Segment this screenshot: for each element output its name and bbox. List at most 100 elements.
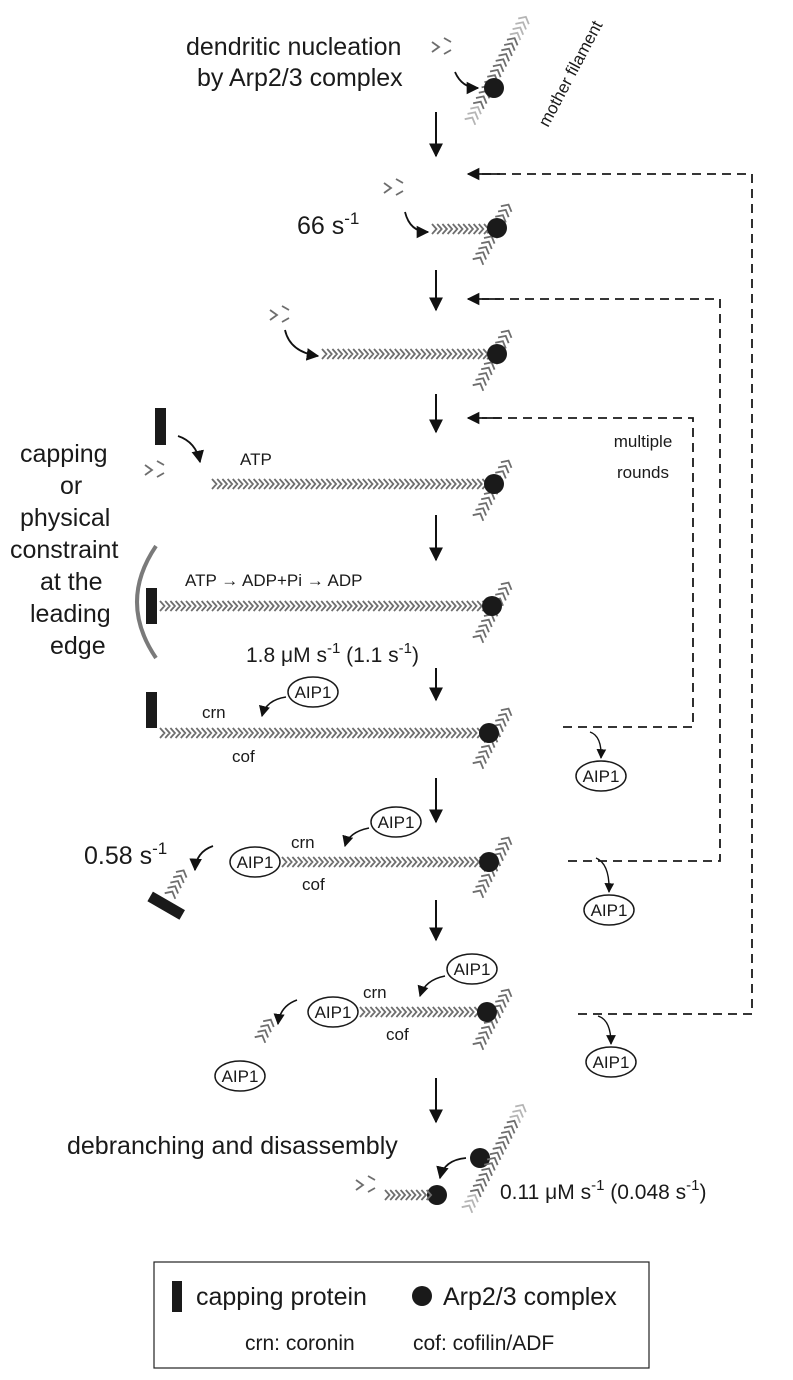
aip1-label: AIP1 bbox=[454, 960, 491, 979]
capping-label-line1: capping bbox=[20, 440, 108, 468]
capping-label-line4: constraint bbox=[10, 536, 118, 564]
capping-protein bbox=[146, 588, 157, 624]
aip1-protein bbox=[370, 806, 422, 838]
arp23-complex bbox=[479, 852, 499, 872]
daughter-filament bbox=[159, 727, 489, 739]
debranching-arrow bbox=[436, 1157, 467, 1180]
aip1-label: AIP1 bbox=[315, 1003, 352, 1022]
aip1-release-arrow bbox=[595, 857, 615, 893]
aip1-protein bbox=[446, 953, 498, 985]
aip1-binding-arrow bbox=[417, 975, 446, 998]
arp23-swatch bbox=[412, 1286, 432, 1306]
arp23-complex bbox=[477, 1002, 497, 1022]
aip1-binding-arrow bbox=[342, 827, 370, 848]
arp23-complex bbox=[487, 218, 507, 238]
coronin-label: crn bbox=[291, 833, 315, 852]
arp23-complex bbox=[482, 596, 502, 616]
cofilin-label: cof bbox=[386, 1025, 409, 1044]
mother-filament bbox=[464, 15, 530, 126]
capping-protein bbox=[155, 408, 166, 445]
cofilin-label: cof bbox=[302, 875, 325, 894]
legend-capping-protein: capping protein bbox=[196, 1283, 367, 1311]
cofilin-label: cof bbox=[232, 747, 255, 766]
actin-monomer bbox=[355, 1175, 376, 1193]
severing-arrow bbox=[189, 845, 214, 872]
aip1-protein bbox=[229, 846, 281, 878]
mother-filament bbox=[472, 988, 513, 1051]
aip1-label: AIP1 bbox=[593, 1053, 630, 1072]
leading-edge-membrane bbox=[135, 544, 158, 660]
aip1-protein bbox=[575, 760, 627, 792]
multiple-rounds-label-line2: rounds bbox=[617, 463, 669, 482]
daughter-filament bbox=[321, 348, 489, 360]
aip1-label: AIP1 bbox=[222, 1067, 259, 1086]
aip1-protein bbox=[585, 1046, 637, 1078]
capping-label-line7: edge bbox=[50, 632, 106, 660]
recycle-loop-middle bbox=[482, 298, 721, 862]
aip1-protein bbox=[214, 1060, 266, 1092]
aip1-label: AIP1 bbox=[583, 767, 620, 786]
aip1-label: AIP1 bbox=[378, 813, 415, 832]
aip1-label: AIP1 bbox=[591, 901, 628, 920]
daughter-filament bbox=[159, 600, 489, 612]
severing-rate: 0.58 s-1 bbox=[84, 839, 167, 870]
debranching-rate: 0.11 μM s-1 (0.048 s-1) bbox=[500, 1177, 706, 1204]
arp23-complex bbox=[427, 1185, 447, 1205]
actin-monomer bbox=[269, 305, 290, 323]
aip1-protein bbox=[583, 894, 635, 926]
binding-arrow bbox=[454, 71, 480, 95]
severed-fragment bbox=[164, 869, 188, 900]
arp23-complex bbox=[487, 344, 507, 364]
capping-label-line5: at the bbox=[40, 568, 103, 596]
capping-arrow bbox=[177, 435, 204, 464]
aip1-label: AIP1 bbox=[295, 683, 332, 702]
arp23-complex bbox=[484, 78, 504, 98]
legend: capping protein Arp2/3 complex crn: coro… bbox=[153, 1261, 650, 1369]
aip1-release-arrow bbox=[589, 731, 607, 759]
elongation-rate: 66 s-1 bbox=[297, 209, 359, 240]
arp23-complex bbox=[479, 723, 499, 743]
capping-protein bbox=[147, 891, 185, 920]
capping-protein-swatch bbox=[172, 1281, 182, 1312]
arp23-complex bbox=[484, 474, 504, 494]
daughter-filament bbox=[281, 856, 486, 868]
nucleation-label-line1: dendritic nucleation bbox=[186, 33, 401, 61]
binding-arrow bbox=[284, 329, 320, 361]
aip1-protein bbox=[307, 996, 359, 1028]
capping-label-line3: physical bbox=[20, 504, 110, 532]
aip1-binding-arrow bbox=[259, 696, 287, 718]
coronin-label: crn bbox=[202, 703, 226, 722]
daughter-filament bbox=[211, 478, 489, 490]
multiple-rounds-label-line1: multiple bbox=[614, 432, 673, 451]
legend-box bbox=[153, 1261, 650, 1369]
severed-fragment bbox=[254, 1018, 275, 1044]
actin-monomer bbox=[144, 460, 165, 478]
arp23-complex bbox=[470, 1148, 490, 1168]
aip1-release-arrow bbox=[597, 1015, 616, 1045]
hydrolysis-label: ATP → ADP+Pi → ADP bbox=[185, 571, 362, 590]
capping-label-line6: leading bbox=[30, 600, 111, 628]
aip1-label: AIP1 bbox=[237, 853, 274, 872]
daughter-filament bbox=[384, 1189, 433, 1201]
aip1-protein bbox=[287, 676, 339, 708]
recycle-loop-outer bbox=[482, 173, 753, 1015]
capping-protein bbox=[146, 692, 157, 728]
binding-arrow bbox=[404, 211, 430, 239]
capping-label-line2: or bbox=[60, 472, 82, 500]
daughter-filament bbox=[359, 1006, 486, 1018]
legend-crn: crn: coronin bbox=[245, 1332, 355, 1355]
recycling-loops bbox=[482, 173, 753, 1015]
nucleation-label-line2: by Arp2/3 complex bbox=[197, 64, 403, 92]
actin-monomer bbox=[431, 37, 452, 55]
coronin-label: crn bbox=[363, 983, 387, 1002]
hydrolysis-rate: 1.8 μM s-1 (1.1 s-1) bbox=[246, 640, 419, 667]
legend-cof: cof: cofilin/ADF bbox=[413, 1332, 554, 1355]
actin-monomer bbox=[383, 178, 404, 196]
debranching-label: debranching and disassembly bbox=[67, 1132, 398, 1160]
recycle-loop-inner bbox=[482, 417, 694, 728]
mother-filament bbox=[461, 1103, 527, 1214]
atp-label: ATP bbox=[240, 450, 272, 469]
legend-arp23: Arp2/3 complex bbox=[443, 1283, 617, 1311]
severing-arrow bbox=[273, 999, 298, 1026]
